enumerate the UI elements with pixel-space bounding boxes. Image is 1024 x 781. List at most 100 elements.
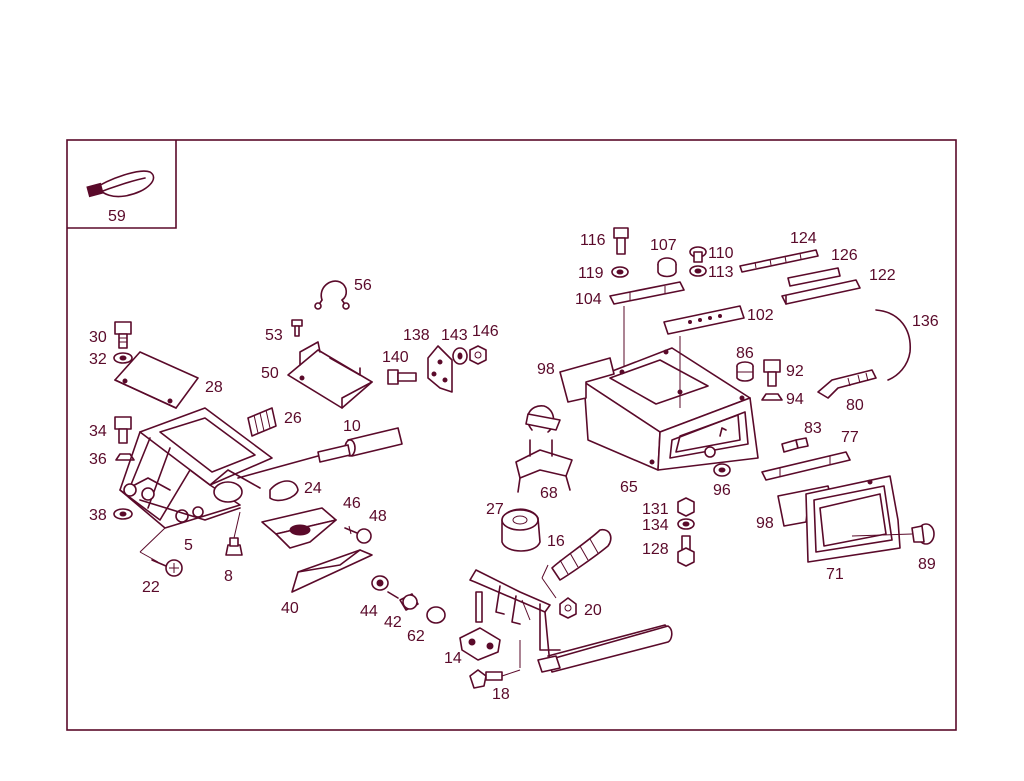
callout-56: 56 [354,277,372,294]
lever-80-icon [817,369,877,399]
plate-138-icon [427,345,453,393]
callout-98-upper: 98 [537,361,555,378]
screw-22-icon [139,551,183,577]
bracket-28-icon [114,351,199,409]
washer-94-icon [761,393,783,401]
callout-71: 71 [826,566,844,583]
callout-89: 89 [918,556,936,573]
callout-104: 104 [575,291,602,308]
callout-94: 94 [786,391,804,408]
nut-96-icon [713,463,731,477]
rail-104-icon [609,281,685,366]
callout-48: 48 [369,508,387,525]
callout-146: 146 [472,323,499,340]
callout-18: 18 [492,686,510,703]
washer-38-icon [113,508,133,520]
callout-134: 134 [642,517,669,534]
callout-68: 68 [540,485,558,502]
callout-96: 96 [713,482,731,499]
callout-107: 107 [650,237,677,254]
bolt-18-icon [469,669,521,689]
callout-122: 122 [869,267,896,284]
callout-77: 77 [841,429,859,446]
callout-34: 34 [89,423,107,440]
callout-102: 102 [747,307,774,324]
callout-40: 40 [281,600,299,617]
callout-113: 113 [708,264,734,281]
wedge-40-icon [291,549,373,593]
bracket-46-icon [261,507,337,549]
callout-32: 32 [89,351,107,368]
callout-50: 50 [261,365,279,382]
callout-143: 143 [441,327,468,344]
screw-48-icon [344,525,372,544]
knob-89-icon [911,523,935,545]
screw-53-icon [291,319,303,337]
callout-36: 36 [89,451,107,468]
roller-27-icon [501,508,541,552]
rail-126-icon [787,267,841,287]
grommet-86-icon [736,361,754,382]
callout-92: 92 [786,363,804,380]
cable-tie-icon [86,170,155,198]
bracket-14-icon [459,591,501,661]
rail-102-icon [663,305,745,408]
callout-119: 119 [578,265,604,282]
bolt-92-icon [763,359,781,387]
bracket-50-icon [287,341,373,409]
rail-77-icon [761,451,851,481]
callout-80: 80 [846,397,864,414]
cover-98-upper-icon [559,357,615,403]
plug-8-icon [225,511,243,556]
callout-16: 16 [547,533,565,550]
nut-146-icon [469,345,487,365]
callout-38: 38 [89,507,107,524]
frame-71-icon [805,475,913,563]
bolt-116-icon [613,227,629,255]
spring-26-icon [247,407,277,437]
handle-10-icon [237,427,403,479]
callout-128: 128 [642,541,669,558]
callout-124: 124 [790,230,817,247]
callout-8: 8 [224,568,233,585]
washer-44-icon [371,575,389,591]
bolt-42-icon [387,591,419,611]
knob-icon [213,481,243,503]
callout-30: 30 [89,329,107,346]
callout-59: 59 [108,208,126,225]
callout-138: 138 [403,327,430,344]
clamp-68-icon [515,405,573,493]
callout-42: 42 [384,614,402,631]
washer-143-icon [452,347,468,365]
cap-62-icon [426,606,446,624]
frame-assembly-2-icon [119,407,273,553]
rod-136-icon [875,309,911,381]
bolt-34-icon [114,416,132,444]
callout-136: 136 [912,313,939,330]
callout-28: 28 [205,379,223,396]
washer-113-icon [689,265,707,277]
bolt-128-icon [677,535,695,567]
callout-20: 20 [584,602,602,619]
callout-27: 27 [486,501,504,518]
boot-16-icon [551,528,612,581]
callout-5: 5 [184,537,193,554]
callout-65: 65 [620,479,638,496]
bolt-140-icon [387,369,417,385]
callout-26: 26 [284,410,302,427]
washer-36-icon [115,453,135,461]
housing-65-icon [583,347,759,471]
callout-62: 62 [407,628,425,645]
callout-22: 22 [142,579,160,596]
rail-122-icon [781,279,861,305]
bolt-30-icon [114,321,132,349]
callout-131: 131 [642,501,669,518]
callout-24: 24 [304,480,322,497]
washer-32-icon [113,352,133,364]
clip-56-icon [314,280,350,310]
callout-83: 83 [804,420,822,437]
callout-46: 46 [343,495,361,512]
callout-140: 140 [382,349,409,366]
diagram-frame [66,139,957,731]
